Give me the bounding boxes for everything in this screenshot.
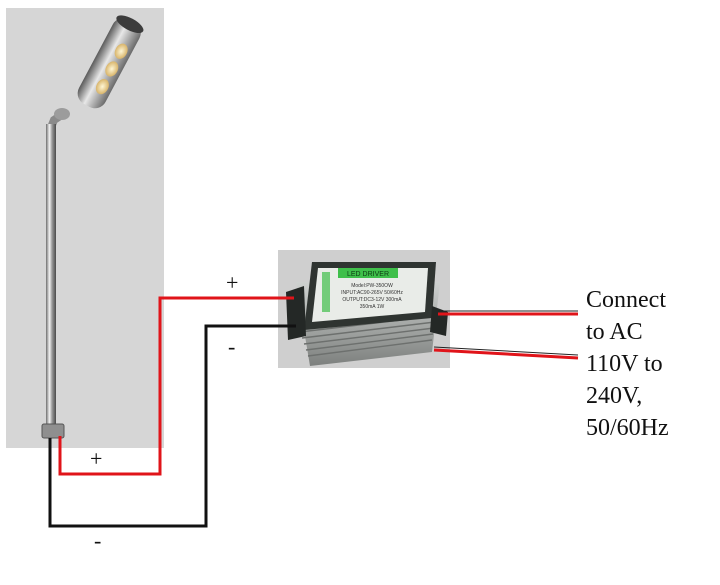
positive-dc-wire — [58, 296, 294, 476]
driver-spec-line-4: 350mA 1W — [360, 304, 385, 310]
lamp-pole — [46, 124, 56, 428]
ac-input-label: Connect to AC 110V to 240V, 50/60Hz — [586, 284, 716, 444]
driver-brand-band — [338, 268, 398, 278]
driver-brand-text: LED DRIVER — [347, 271, 389, 278]
ac-label-line-1: Connect — [586, 287, 666, 313]
led-lamp — [41, 15, 144, 439]
driver-spec-line-1: Model:PW-350OW — [351, 283, 393, 289]
ac-label-line-4: 240V, — [586, 383, 643, 409]
ac-wire-2 — [433, 348, 579, 360]
lamp-base — [41, 423, 65, 439]
driver-minus-sign: - — [228, 334, 236, 359]
driver-left-cap — [286, 286, 306, 340]
led-3 — [95, 78, 109, 95]
lamp-photo-background — [6, 8, 164, 448]
driver-plus-sign: + — [226, 270, 239, 295]
ac-label-line-3: 110V to — [586, 351, 663, 377]
lamp-minus-sign: - — [94, 528, 102, 553]
driver-spec-line-3: OUTPUT:DC3-12V 300mA — [342, 297, 402, 303]
ac-label-line-2: to AC — [586, 319, 643, 345]
driver-spec-line-2: INPUT:AC90-265V 50/60Hz — [341, 290, 403, 296]
led-driver: LED DRIVER Model:PW-350OW INPUT:AC90-265… — [286, 262, 448, 366]
led-2 — [105, 61, 119, 77]
negative-dc-wire — [48, 324, 296, 528]
lamp-plus-sign: + — [90, 446, 103, 471]
ac-label-line-5: 50/60Hz — [586, 415, 669, 441]
led-1 — [114, 43, 128, 59]
